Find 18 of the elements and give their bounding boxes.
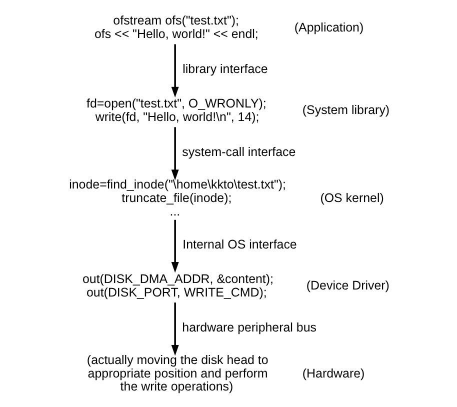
node-text: out(DISK_DMA_ADDR, &content); out(DISK_PORT, WRITE_CMD);	[82, 272, 274, 300]
edge-label: library interface	[182, 62, 268, 76]
node-text: fd=open("test.txt", O_WRONLY); write(fd, "Hello, world!\n", 14);	[86, 96, 266, 124]
arrow	[171, 127, 179, 180]
arrow	[171, 220, 179, 273]
node-label: (Application)	[294, 20, 364, 34]
edge-label: Internal OS interface	[182, 238, 297, 252]
edge-label: hardware peripheral bus	[182, 320, 316, 334]
edge-label: system-call interface	[182, 145, 296, 160]
node-label: (OS kernel)	[320, 190, 384, 205]
node-text: ofstream ofs("test.txt"); ofs << "Hello, world!" << endl;	[94, 14, 258, 42]
node-label: (System library)	[302, 103, 390, 118]
arrow	[171, 302, 179, 356]
node-label: (Device Driver)	[306, 278, 390, 293]
node-text: (actually moving the disk head to appropriate position and perform the write operations)	[86, 352, 268, 394]
arrow	[171, 44, 179, 98]
node-label: (Hardware)	[302, 366, 365, 380]
node-text: inode=find_inode("\home\kkto\test.txt"); truncate_file(inode); ...	[69, 178, 286, 218]
